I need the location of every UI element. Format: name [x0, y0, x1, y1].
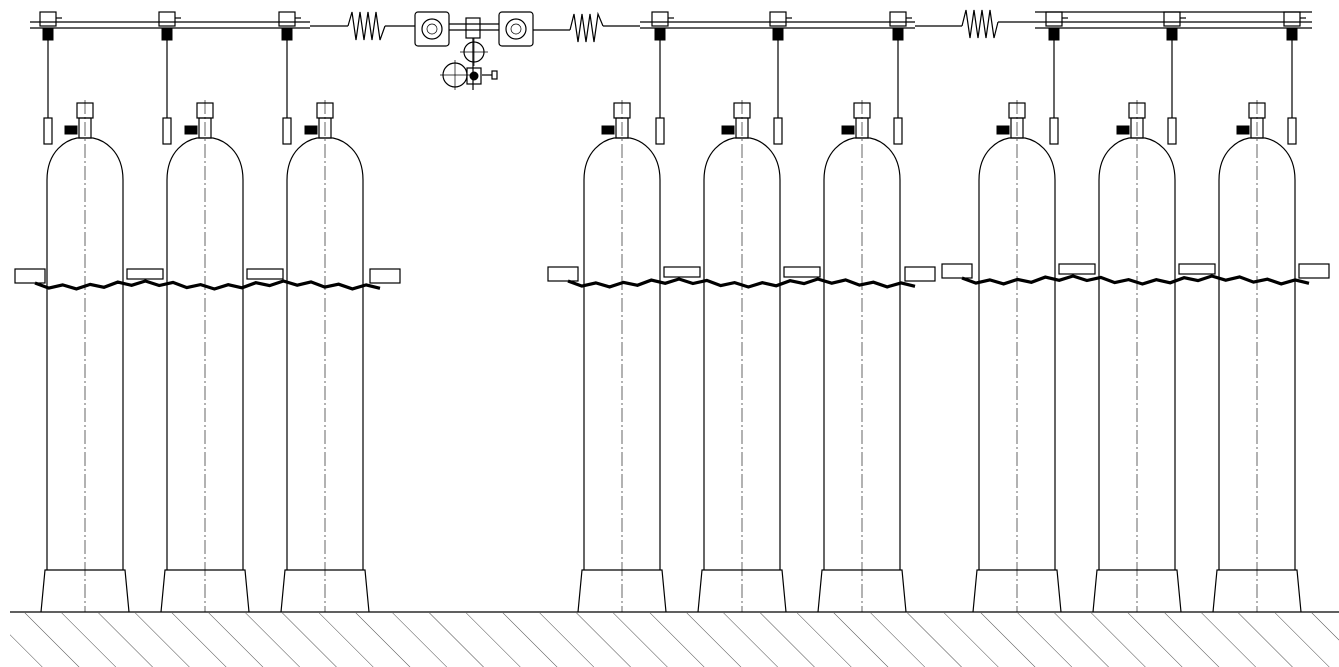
header-valve	[158, 11, 176, 27]
pigtail-coil	[961, 9, 999, 39]
regulator-block	[414, 11, 450, 47]
valve-cap	[1008, 102, 1026, 119]
valve-cap	[196, 102, 214, 119]
regulator-block	[498, 11, 534, 47]
hose-fitting	[893, 117, 903, 145]
hose-fitting	[282, 117, 292, 145]
valve-outlet	[841, 125, 855, 135]
header-valve	[1283, 11, 1301, 27]
chain-bracket	[663, 266, 701, 278]
valve-outlet	[64, 125, 78, 135]
header-valve-body	[772, 27, 784, 41]
chain-bracket	[783, 266, 821, 278]
header-valve	[278, 11, 296, 27]
gas-cylinder	[972, 11, 1068, 613]
gas-cylinder	[278, 11, 370, 613]
gas-cylinder	[39, 11, 130, 613]
valve-outlet	[304, 125, 318, 135]
header-valve-body	[281, 27, 293, 41]
hose-fitting	[773, 117, 783, 145]
hose-fitting	[1049, 117, 1059, 145]
safety-chain	[14, 268, 401, 291]
valve-outlet	[184, 125, 198, 135]
pressure-regulator	[465, 17, 481, 39]
header-valve	[39, 11, 57, 27]
chain-links	[34, 279, 381, 291]
header-valve-body	[1048, 27, 1060, 41]
cylinder-group-left-group	[39, 11, 370, 613]
floor	[10, 611, 1339, 667]
chain-bracket	[369, 268, 401, 284]
cylinder-groups	[39, 11, 1306, 613]
valve-outlet	[996, 125, 1010, 135]
valve-cap	[1128, 102, 1146, 119]
valve-cap	[1248, 102, 1266, 119]
valve-cap	[316, 102, 334, 119]
gas-cylinder	[577, 11, 674, 613]
hose-fitting	[162, 117, 172, 145]
valve-cap	[613, 102, 631, 119]
hose-fitting	[1167, 117, 1177, 145]
gas-cylinder	[1092, 11, 1186, 613]
hose-fitting	[1287, 117, 1297, 145]
hose-fitting	[43, 117, 53, 145]
header-valve-body	[892, 27, 904, 41]
pigtail-coil	[347, 11, 386, 41]
header-valve	[1045, 11, 1063, 27]
chain-bracket	[941, 263, 973, 279]
valve-outlet	[1116, 125, 1130, 135]
header-valve-body	[654, 27, 666, 41]
chain-bracket	[904, 266, 936, 282]
pigtail-coil	[569, 11, 604, 43]
gas-cylinder	[817, 11, 912, 613]
chain-bracket	[1058, 263, 1096, 275]
chain-bracket	[126, 268, 164, 280]
chain-bracket	[246, 268, 284, 280]
header-valve-body	[1166, 27, 1178, 41]
regulator-station	[414, 11, 534, 90]
header-valve	[889, 11, 907, 27]
regulator-port	[505, 18, 527, 40]
valve-cap	[76, 102, 94, 119]
safety-chains	[14, 263, 1330, 291]
header-valve-body	[42, 27, 54, 41]
chain-links	[961, 274, 1310, 286]
header-pipe-middle	[640, 21, 915, 29]
pigtail-coils	[347, 9, 999, 43]
cylinder-group-middle-group	[577, 11, 912, 613]
valve-cap	[733, 102, 751, 119]
chain-links	[567, 277, 916, 289]
safety-chain	[547, 266, 936, 289]
valve-outlet	[1236, 125, 1250, 135]
valve-outlet	[721, 125, 735, 135]
gas-cylinder	[697, 11, 792, 613]
chain-bracket	[1178, 263, 1216, 275]
cylinder-group-right-group	[972, 11, 1306, 613]
regulator-body	[466, 67, 482, 85]
chain-bracket	[547, 266, 579, 282]
floor-hatching	[10, 613, 1339, 667]
safety-chain	[941, 263, 1330, 286]
header-valve-body	[161, 27, 173, 41]
hose-fitting	[655, 117, 665, 145]
chain-bracket	[14, 268, 46, 284]
valve-cap	[853, 102, 871, 119]
valve-outlet	[601, 125, 615, 135]
gas-cylinder	[1212, 11, 1306, 613]
regulator-port	[421, 18, 443, 40]
header-valve-body	[1286, 27, 1298, 41]
header-pipes	[30, 11, 1312, 31]
gas-cylinder	[158, 11, 250, 613]
header-pipe-left	[30, 21, 310, 29]
header-valve	[651, 11, 669, 27]
chain-bracket	[1298, 263, 1330, 279]
header-valve	[769, 11, 787, 27]
header-valve	[1163, 11, 1181, 27]
